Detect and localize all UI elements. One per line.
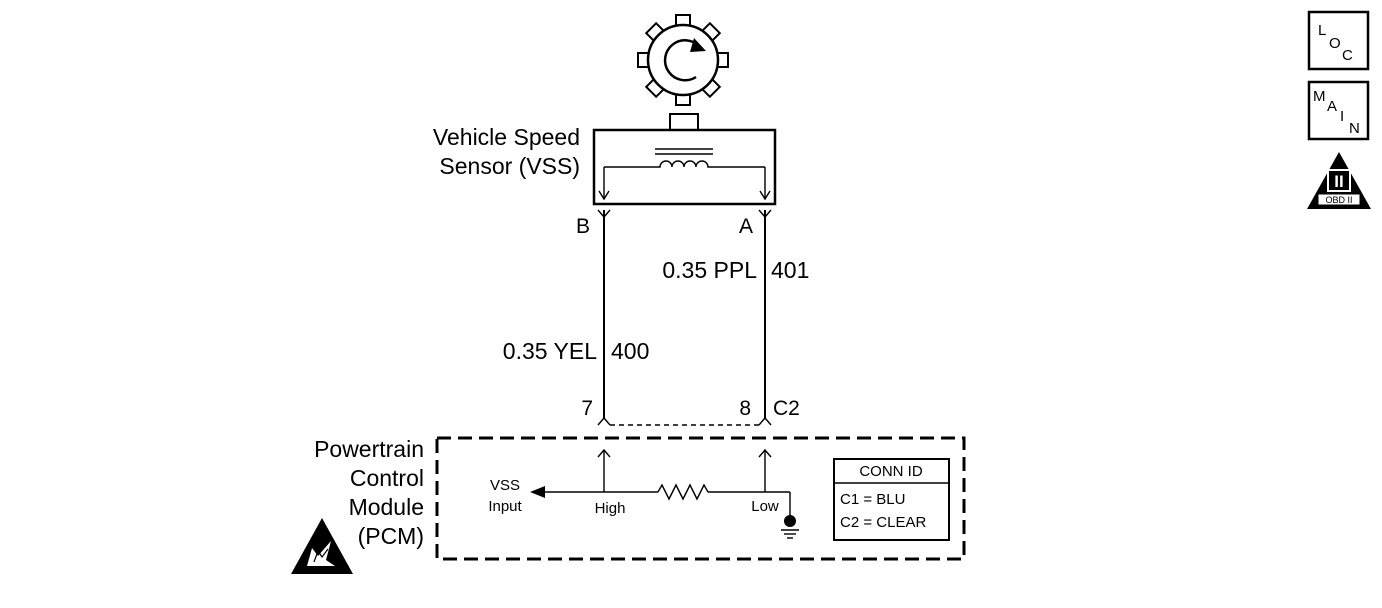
connector-pin-7: 7 [581,397,593,420]
obd-label: OBD II [1325,195,1352,205]
sensor-pin-a: A [739,215,753,238]
pickup-coil-icon [598,148,771,201]
wire-400-label: 0.35 YEL [503,338,597,364]
main-letter-i: I [1340,108,1344,125]
loc-button[interactable]: L O C [1307,10,1370,71]
wire-400-circuit: 400 [611,338,649,364]
loc-letter-c: C [1342,47,1353,64]
reluctor-wheel-icon [637,14,729,106]
low-label: Low [751,498,779,515]
loc-letter-o: O [1329,35,1341,52]
sensor-pin-b: B [576,215,590,238]
obd-ii-icon[interactable]: II OBD II [1307,152,1371,209]
main-letter-n: N [1349,120,1360,137]
conn-id-c2: C2 = CLEAR [840,514,926,531]
resistor-icon [657,483,709,501]
conn-id-title: CONN ID [859,463,923,480]
sensor-stem [669,113,699,131]
pcm-label-line4: (PCM) [358,523,424,549]
vss-input-label-line2: Input [488,498,522,515]
pcm-label-line2: Control [350,465,424,491]
pcm-label-line3: Module [349,494,424,520]
loc-letter-l: L [1318,22,1326,39]
esd-warning-icon [291,518,353,574]
connector-pin-8: 8 [739,397,751,420]
conn-id-c1: C1 = BLU [840,491,905,508]
wire-401-circuit: 401 [771,257,809,283]
pcm-internal-circuit [530,448,791,516]
main-button[interactable]: M A I N [1307,80,1370,141]
connector-name: C2 [773,397,800,420]
wire-401 [758,209,772,426]
main-letter-a: A [1327,98,1337,115]
obd-numeral: II [1334,172,1343,191]
wire-400 [597,209,611,426]
high-label: High [595,500,626,517]
main-letter-m: M [1313,88,1326,105]
wire-401-label: 0.35 PPL [662,257,757,283]
sensor-label-line1: Vehicle Speed [433,124,580,150]
sensor-label-line2: Sensor (VSS) [439,153,580,179]
ground-icon [781,515,799,539]
pcm-label-line1: Powertrain [314,436,424,462]
vss-input-label-line1: VSS [490,477,520,494]
pcm-module-box [435,436,966,561]
conn-id-box [833,458,950,541]
